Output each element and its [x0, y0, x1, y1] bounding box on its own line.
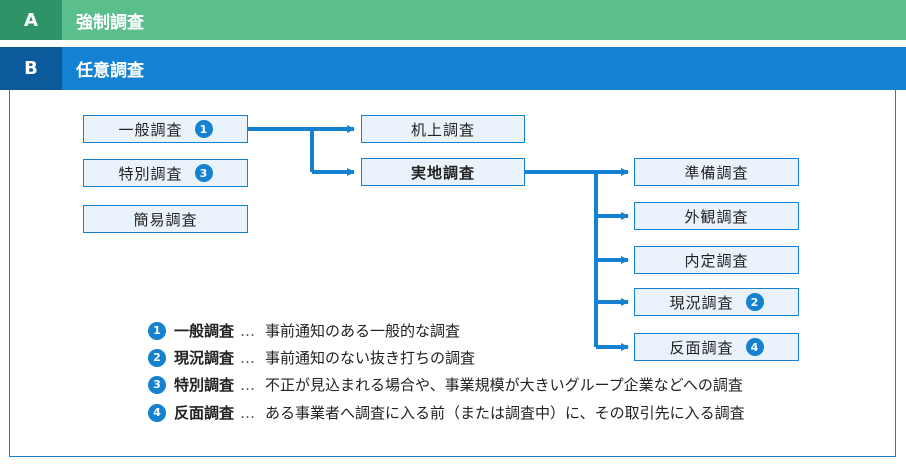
note-term: 反面調査 — [174, 404, 235, 422]
node-tokubetsu-label: 特別調査 — [118, 164, 183, 183]
node-naitei-label: 内定調査 — [684, 251, 749, 270]
section-a-header: A 強制調査 — [0, 0, 906, 40]
note-term: 現況調査 — [174, 349, 235, 367]
section-a-letter: A — [0, 0, 62, 40]
node-genkyo-label: 現況調査 — [669, 293, 734, 312]
connector-ippan-trunk — [248, 127, 314, 172]
section-a-title: 強制調査 — [76, 12, 144, 33]
section-b-header: B 任意調査 — [0, 47, 906, 90]
node-kijo-label: 机上調査 — [410, 120, 475, 139]
note-dots: … — [240, 403, 258, 422]
section-b-title: 任意調査 — [76, 61, 144, 81]
note-genkyo: 2 現況調査 … 事前通知のない抜き打ちの調査 — [148, 347, 475, 368]
node-jitchi: 実地調査 — [361, 158, 525, 186]
node-ippan: 一般調査 1 — [83, 115, 248, 143]
node-hanmen-label: 反面調査 — [669, 338, 734, 357]
note-dots: … — [240, 348, 258, 367]
badge-2-icon: 2 — [745, 293, 764, 311]
note-badge-icon: 2 — [148, 348, 166, 367]
note-dots: … — [240, 375, 258, 394]
node-junbi-label: 準備調査 — [684, 163, 749, 182]
note-term: 一般調査 — [174, 322, 235, 340]
node-kani-label: 簡易調査 — [133, 210, 198, 229]
node-hanmen: 反面調査 4 — [634, 333, 799, 361]
connector-jitchi-trunk — [525, 170, 598, 347]
node-tokubetsu: 特別調査 3 — [83, 159, 248, 187]
note-dots: … — [240, 321, 258, 340]
note-text: 事前通知のある一般的な調査 — [265, 322, 461, 340]
note-badge-icon: 3 — [148, 375, 166, 394]
node-genkyo: 現況調査 2 — [634, 288, 799, 316]
node-ippan-label: 一般調査 — [118, 120, 183, 139]
note-badge-icon: 4 — [148, 403, 166, 422]
badge-3-icon: 3 — [194, 164, 213, 182]
node-kijo: 机上調査 — [361, 115, 525, 143]
note-hanmen: 4 反面調査 … ある事業者へ調査に入る前（または調査中）に、その取引先に入る調… — [148, 402, 745, 423]
section-b-letter: B — [0, 47, 62, 90]
note-text: 不正が見込まれる場合や、事業規模が大きいグループ企業などへの調査 — [265, 376, 743, 394]
node-kani: 簡易調査 — [83, 205, 248, 233]
node-junbi: 準備調査 — [634, 158, 799, 186]
note-term: 特別調査 — [174, 376, 235, 394]
node-jitchi-label: 実地調査 — [410, 163, 475, 182]
node-gaikan-label: 外観調査 — [684, 207, 749, 226]
badge-1-icon: 1 — [194, 120, 213, 138]
note-text: 事前通知のない抜き打ちの調査 — [265, 349, 476, 367]
note-ippan: 1 一般調査 … 事前通知のある一般的な調査 — [148, 320, 460, 341]
node-gaikan: 外観調査 — [634, 202, 799, 230]
node-naitei: 内定調査 — [634, 246, 799, 274]
badge-4-icon: 4 — [745, 338, 764, 356]
note-tokubetsu: 3 特別調査 … 不正が見込まれる場合や、事業規模が大きいグループ企業などへの調… — [148, 374, 743, 395]
note-badge-icon: 1 — [148, 321, 166, 340]
note-text: ある事業者へ調査に入る前（または調査中）に、その取引先に入る調査 — [265, 404, 745, 422]
